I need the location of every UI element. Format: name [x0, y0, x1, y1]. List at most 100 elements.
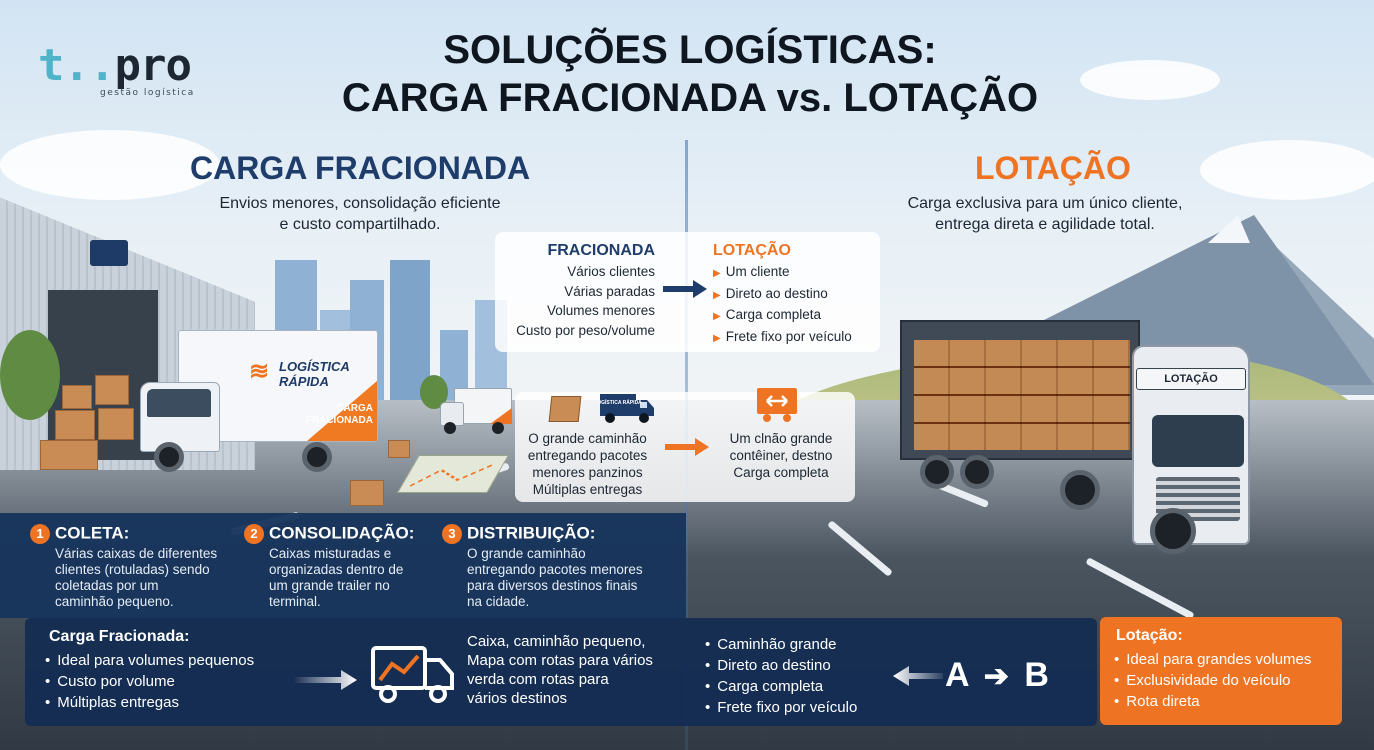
- step-title: DISTRIBUIÇÃO:: [467, 523, 596, 543]
- subtitle-line: Envios menores, consolidação eficiente: [219, 195, 501, 212]
- triangle-bullet-icon: ▶: [713, 332, 721, 344]
- list-item: Várias paradas: [564, 283, 655, 299]
- cargo-box: [40, 440, 98, 470]
- delivery-truck-route-icon: [371, 646, 454, 703]
- lotacao-summary-list: Caminhão grande Direto ao destino Carga …: [705, 634, 857, 718]
- truck-wheel: [302, 442, 332, 472]
- description-card: LOGÍSTICA RÁPIDA O grande caminhão entre…: [515, 388, 855, 502]
- fracionada-summary-list: Ideal para volumes pequenos Custo por vo…: [45, 650, 254, 713]
- small-van: [440, 388, 512, 434]
- triangle-bullet-icon: ▶: [713, 289, 721, 301]
- description-line: O grande caminhão: [528, 431, 647, 446]
- step-text-line: caminhão pequeno.: [55, 593, 174, 609]
- list-item-text: Um cliente: [725, 264, 790, 279]
- logo-t: t..: [38, 40, 115, 91]
- subtitle-line: e custo compartilhado.: [279, 216, 441, 233]
- cargo-box: [388, 440, 410, 458]
- title-line1: SOLUÇÕES LOGÍSTICAS:: [443, 28, 937, 72]
- triangle-bullet-icon: ▶: [713, 268, 721, 279]
- step-text-line: O grande caminhão: [467, 545, 586, 561]
- list-item: Frete fixo por veículo: [705, 697, 857, 718]
- step-text-line: Várias caixas de diferentes: [55, 545, 218, 561]
- truck-wheel: [920, 455, 954, 489]
- page-title: SOLUÇÕES LOGÍSTICAS: CARGA FRACIONADA vs…: [300, 26, 1080, 122]
- step-text-line: um grande trailer no: [269, 577, 390, 593]
- cargo-box: [95, 375, 129, 405]
- route-point-a: A: [945, 656, 969, 694]
- truck-tag-line1: CARGA: [336, 403, 373, 414]
- step-text-line: entregando pacotes menores: [467, 561, 643, 577]
- list-item: Direto ao destino: [705, 655, 857, 676]
- arrow-right-icon: ➔: [983, 660, 1009, 693]
- tpro-logo: t..pro gestão logística: [38, 44, 228, 104]
- summary-band: Carga Fracionada: Ideal para volumes peq…: [25, 618, 1097, 726]
- tree: [0, 330, 60, 420]
- route-description-line: verda com rotas para: [467, 671, 609, 688]
- lotacao-summary-card: Lotação: Ideal para grandes volumes Excl…: [1100, 617, 1342, 725]
- step-title: COLETA:: [55, 523, 130, 543]
- carga-fracionada-subtitle: Envios menores, consolidação eficiente e…: [180, 193, 540, 235]
- step-text-line: organizadas dentro de: [269, 561, 404, 577]
- list-item: Custo por volume: [45, 671, 254, 692]
- truck-wheel: [960, 455, 994, 489]
- lotacao-subtitle: Carga exclusiva para um único cliente, e…: [860, 193, 1230, 235]
- step-text-line: coletadas por um: [55, 577, 159, 593]
- logo-pro: pro: [114, 40, 191, 91]
- step-text: Várias caixas de diferentes clientes (ro…: [55, 546, 235, 610]
- step-number: 2: [244, 523, 264, 544]
- list-item: Ideal para grandes volumes: [1114, 649, 1311, 670]
- truck-brand-line2: RÁPIDA: [279, 374, 329, 389]
- logo-tagline: gestão logística: [100, 88, 195, 98]
- step-text-line: para diversos destinos finais: [467, 577, 638, 593]
- list-item-text: Direto ao destino: [725, 285, 828, 301]
- step-number: 1: [30, 523, 50, 544]
- list-item: ▶ Carga completa: [713, 305, 883, 327]
- mountain-snow: [1208, 215, 1250, 243]
- list-item: ▶ Frete fixo por veículo: [713, 327, 883, 349]
- list-item: ▶ Um cliente: [713, 262, 883, 284]
- route-description-line: Mapa com rotas para vários: [467, 652, 653, 669]
- truck-tag-line2: FRACIONADA: [305, 415, 373, 426]
- warehouse-sign: [90, 240, 128, 266]
- step-text-line: clientes (rotuladas) sendo: [55, 561, 210, 577]
- fracionada-list: FRACIONADA Vários clientes Várias parada…: [495, 242, 655, 340]
- van-label: LOGÍSTICA RÁPIDA: [599, 398, 642, 406]
- subtitle-line: entrega direta e agilidade total.: [935, 216, 1155, 233]
- comparison-card: FRACIONADA Vários clientes Várias parada…: [495, 232, 880, 352]
- fracionada-heading: FRACIONADA: [547, 242, 655, 259]
- step-title: CONSOLIDAÇÃO:: [269, 523, 415, 543]
- arrow-right-icon: [665, 438, 709, 456]
- step-text-line: Caixas misturadas e: [269, 545, 392, 561]
- cargo-box: [98, 408, 134, 440]
- list-item-text: Frete fixo por veículo: [725, 328, 852, 344]
- truck-cab: [140, 382, 220, 452]
- list-item: Ideal para volumes pequenos: [45, 650, 254, 671]
- route-description-line: Caixa, caminhão pequeno,: [467, 633, 646, 650]
- list-item: Exclusividade do veículo: [1114, 670, 1311, 691]
- list-item: ▶ Direto ao destino: [713, 284, 883, 306]
- open-trailer: [900, 320, 1140, 460]
- truck-brand-line1: LOGÍSTICA: [279, 359, 350, 374]
- triangle-bullet-icon: ▶: [713, 311, 721, 322]
- large-semi-truck: LOTAÇÃO: [900, 320, 1320, 560]
- truck-wheel: [1060, 470, 1100, 510]
- list-item: Carga completa: [705, 676, 857, 697]
- cargo-box: [62, 385, 92, 409]
- carga-fracionada-heading: CARGA FRACIONADA: [190, 150, 531, 186]
- truck-wheel: [1150, 508, 1196, 554]
- semi-truck-windshield: [1152, 415, 1244, 467]
- logistics-logo-icon: ≋: [249, 358, 270, 385]
- description-line: Carga completa: [733, 465, 829, 480]
- description-line: menores panzinos: [532, 465, 643, 480]
- list-item-text: Carga completa: [725, 307, 822, 322]
- description-line: entregando pacotes: [527, 448, 648, 463]
- step-text: Caixas misturadas e organizadas dentro d…: [269, 546, 449, 610]
- list-item: Custo por peso/volume: [516, 322, 655, 338]
- lotacao-summary-items: Ideal para grandes volumes Exclusividade…: [1114, 649, 1311, 712]
- arrow-left-icon: [893, 666, 943, 686]
- fracionada-description: O grande caminhão entregando pacotes men…: [515, 430, 660, 498]
- list-item: Vários clientes: [567, 264, 655, 279]
